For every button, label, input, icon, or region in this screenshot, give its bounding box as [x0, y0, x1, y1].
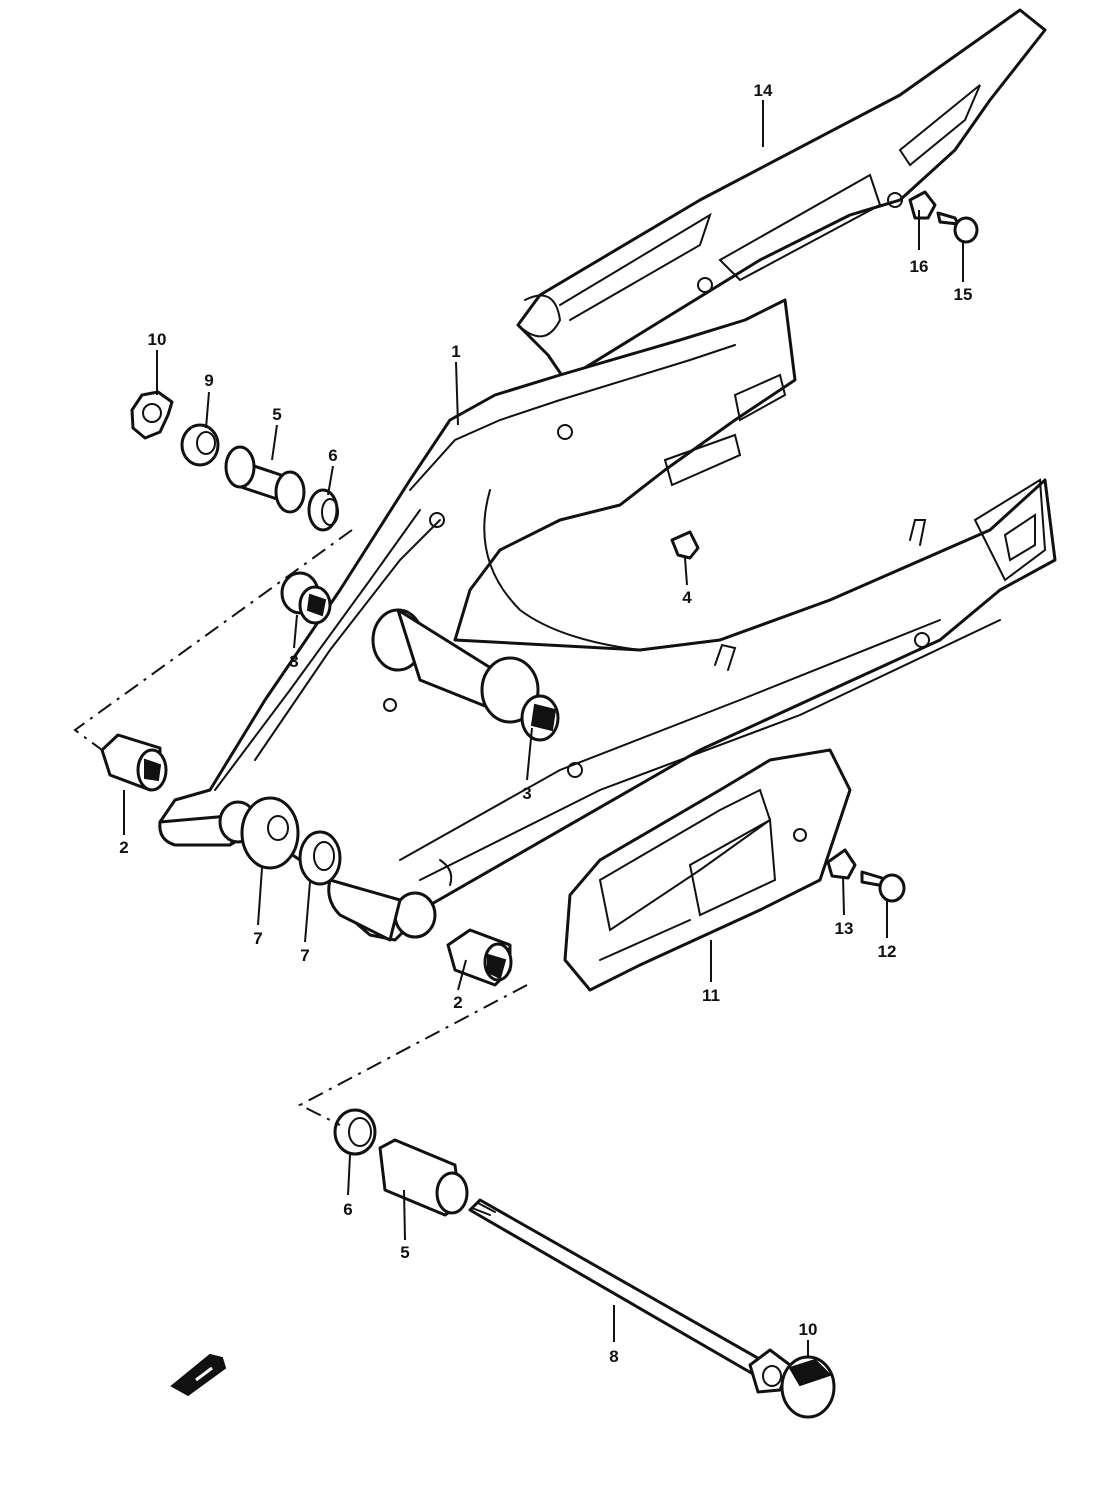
pivot-collar: [180, 423, 220, 467]
bearing-left: [100, 733, 168, 792]
chain-guard: [563, 748, 852, 992]
swingarm-cap: [670, 530, 700, 560]
bearing-upper-left: [280, 571, 332, 625]
callouts: 14 16 15 10 9 5 6 1 4 3 3 2 7 7 2 11 13 …: [119, 81, 972, 1366]
pivot-nut-bottom: [780, 1355, 836, 1419]
callout-3-right: 3: [522, 784, 531, 803]
callout-6-bottom: 6: [343, 1200, 352, 1219]
pivot-shaft: [468, 1198, 792, 1394]
chain-guard-bolt: [860, 870, 906, 903]
leader-lines: [123, 100, 964, 1358]
callout-10-top: 10: [148, 330, 167, 349]
callout-4: 4: [682, 588, 692, 607]
dust-seal-bottom: [333, 1108, 377, 1156]
callout-7-right: 7: [300, 946, 309, 965]
callout-13: 13: [835, 919, 854, 938]
pivot-spacer-top: [224, 445, 306, 514]
callout-2-right: 2: [453, 993, 462, 1012]
callout-12: 12: [878, 942, 897, 961]
chain-guard-washer: [826, 848, 857, 880]
callout-1: 1: [451, 342, 460, 361]
callout-7-left: 7: [253, 929, 262, 948]
chain-case-washer: [908, 190, 937, 220]
front-direction-arrow-icon: [170, 1353, 227, 1397]
callout-11: 11: [702, 986, 720, 1005]
assembly-lines: [73, 529, 528, 1126]
callout-6-top: 6: [328, 446, 337, 465]
callout-2-left: 2: [119, 838, 128, 857]
pivot-spacer-bottom: [378, 1138, 469, 1217]
callout-5-top: 5: [272, 405, 281, 424]
callout-16: 16: [910, 257, 929, 276]
callout-5-bottom: 5: [400, 1243, 409, 1262]
pivot-nut-top: [130, 390, 174, 440]
thrust-washer-right: [298, 830, 342, 886]
bearing-lower-right: [446, 928, 513, 987]
chain-case-bolt: [936, 211, 979, 244]
bearing-right: [530, 703, 557, 732]
callout-15: 15: [954, 285, 973, 304]
callout-14: 14: [754, 81, 773, 100]
callout-8: 8: [609, 1347, 618, 1366]
thrust-washer-left: [240, 796, 300, 870]
dust-seal-top: [307, 488, 339, 532]
callout-3-upper: 3: [289, 652, 298, 671]
chain-case: [516, 8, 1047, 382]
callout-9: 9: [204, 371, 213, 390]
callout-10-bottom: 10: [799, 1320, 818, 1339]
